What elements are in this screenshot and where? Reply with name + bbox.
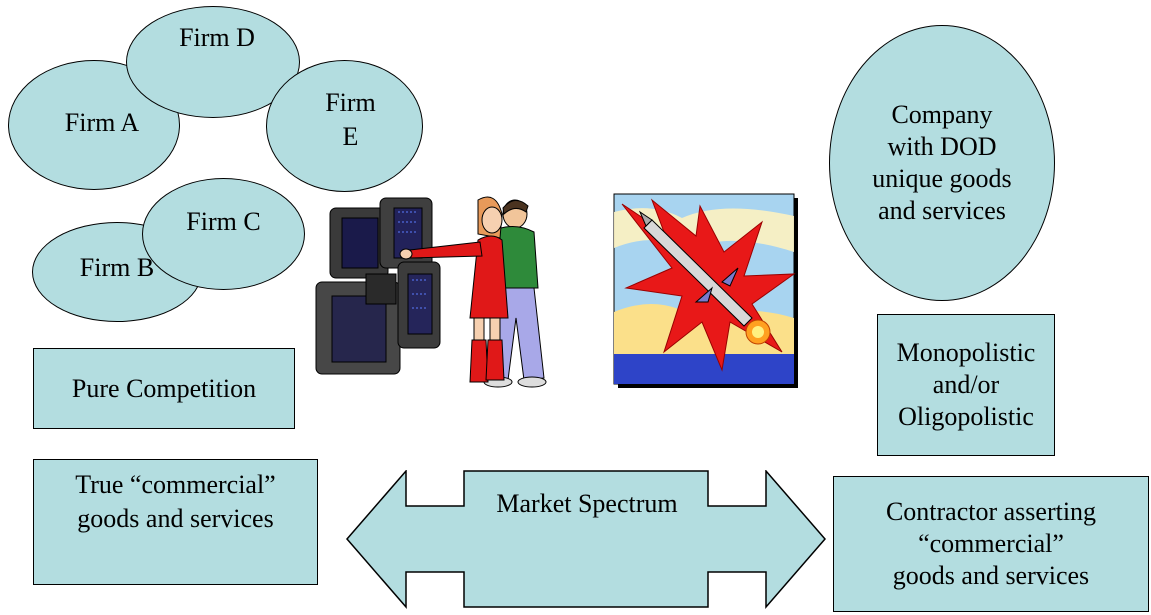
contractor-asserting-box: Contractor asserting “commercial” goods … [833,476,1149,612]
woman-figure-icon [399,196,509,383]
firm-e-label: Firm E [325,88,376,151]
people-at-monitors-clipart [315,196,547,388]
rocket-launch-clipart [613,193,798,388]
firm-d-label: Firm D [179,23,255,53]
firm-a-label: Firm A [64,108,140,138]
company-dod-label: Company with DOD unique goods and servic… [872,99,1012,226]
monitor-stack-icon [315,197,441,375]
contractor-asserting-label: Contractor asserting “commercial” goods … [885,496,1097,591]
market-spectrum-arrow [346,470,826,610]
monopolistic-box: Monopolistic and/or Oligopolistic [877,314,1055,456]
firm-e-ellipse: Firm E [266,60,423,192]
true-commercial-box: True “commercial” goods and services [33,459,318,585]
firm-c-label: Firm C [186,207,261,237]
pure-competition-box: Pure Competition [33,348,295,429]
firm-c-ellipse: Firm C [142,178,305,290]
company-dod-ellipse: Company with DOD unique goods and servic… [829,25,1055,301]
firm-b-label: Firm B [79,253,155,283]
firm-d-ellipse: Firm D [126,6,300,118]
true-commercial-label: True “commercial” goods and services [75,470,276,533]
market-spectrum-label: Market Spectrum [496,489,678,518]
monopolistic-label: Monopolistic and/or Oligopolistic [896,337,1036,432]
pure-competition-label: Pure Competition [71,373,257,403]
